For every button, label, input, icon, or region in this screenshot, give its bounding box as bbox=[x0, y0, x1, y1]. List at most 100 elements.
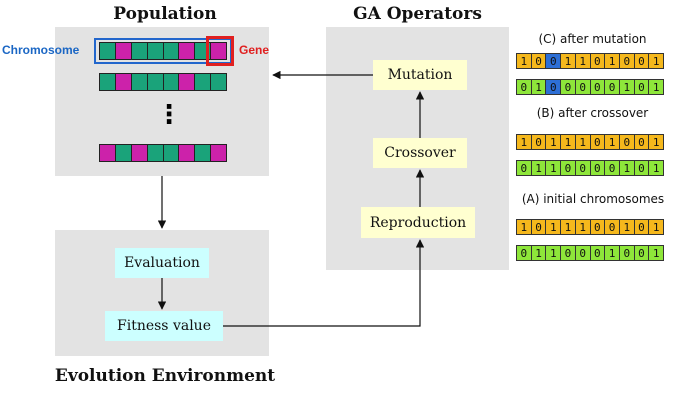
bit-cell: 1 bbox=[605, 246, 620, 260]
bit-cell: 0 bbox=[531, 220, 547, 234]
gene-cell bbox=[163, 74, 180, 90]
gene-cell bbox=[100, 43, 116, 59]
bit-cell: 1 bbox=[517, 54, 532, 68]
bit-cell: 1 bbox=[619, 161, 635, 175]
gene-cell bbox=[179, 43, 196, 59]
bit-cell: 1 bbox=[531, 246, 547, 260]
gene-cell bbox=[163, 43, 180, 59]
bit-cell: 0 bbox=[634, 161, 650, 175]
gene-cell bbox=[163, 145, 180, 161]
bit-cell: 1 bbox=[561, 54, 576, 68]
gene-cell bbox=[179, 145, 196, 161]
bit-cell: 0 bbox=[546, 80, 562, 94]
gene-cell bbox=[147, 74, 164, 90]
population-title: Population bbox=[113, 4, 217, 24]
gene-cell bbox=[100, 145, 116, 161]
gene-cell bbox=[131, 145, 148, 161]
bit-cell: 0 bbox=[517, 246, 532, 260]
bit-cell: 0 bbox=[590, 246, 606, 260]
gene-cell bbox=[147, 43, 164, 59]
initial-caption: (A) initial chromosomes bbox=[521, 192, 665, 206]
bit-cell: 0 bbox=[590, 54, 606, 68]
chromosome-label: Chromosome bbox=[2, 43, 80, 57]
bit-cell: 0 bbox=[575, 161, 591, 175]
bit-cell: 0 bbox=[605, 161, 620, 175]
gene-cell bbox=[131, 43, 148, 59]
bit-cell: 0 bbox=[561, 80, 576, 94]
bit-cell: 0 bbox=[575, 246, 591, 260]
mutation-box: Mutation bbox=[373, 60, 467, 90]
bit-cell: 1 bbox=[517, 135, 532, 149]
bit-cell: 0 bbox=[619, 135, 635, 149]
bit-cell: 0 bbox=[605, 220, 620, 234]
bit-cell: 1 bbox=[575, 220, 591, 234]
ellipsis-dots: ⋮ bbox=[156, 100, 182, 130]
bit-cell: 1 bbox=[649, 54, 664, 68]
bit-cell: 1 bbox=[517, 220, 532, 234]
bit-cell: 0 bbox=[634, 135, 650, 149]
reproduction-box: Reproduction bbox=[361, 207, 475, 238]
ga-operators-title: GA Operators bbox=[353, 4, 482, 24]
bit-cell: 0 bbox=[634, 54, 650, 68]
gene-cell bbox=[147, 145, 164, 161]
gene-cell bbox=[195, 145, 212, 161]
bit-cell: 1 bbox=[649, 246, 664, 260]
bit-cell: 0 bbox=[590, 80, 606, 94]
bit-cell: 0 bbox=[605, 80, 620, 94]
gene-cell bbox=[115, 74, 132, 90]
bit-cell: 0 bbox=[619, 54, 635, 68]
gene-cell bbox=[179, 74, 196, 90]
mutation-caption: (C) after mutation bbox=[538, 32, 647, 46]
bit-cell: 0 bbox=[531, 135, 547, 149]
bit-cell: 1 bbox=[575, 135, 591, 149]
fitness-value-box: Fitness value bbox=[105, 311, 223, 341]
bit-cell: 0 bbox=[634, 220, 650, 234]
bit-cell: 0 bbox=[590, 135, 606, 149]
bit-cell: 1 bbox=[649, 80, 664, 94]
gene-cell bbox=[100, 74, 116, 90]
gene-cell bbox=[211, 43, 226, 59]
bit-cell: 0 bbox=[561, 246, 576, 260]
gene-label: Gene bbox=[239, 43, 270, 57]
gene-cell bbox=[131, 74, 148, 90]
gene-cell bbox=[195, 74, 212, 90]
bit-cell: 1 bbox=[649, 161, 664, 175]
bit-cell: 1 bbox=[546, 220, 562, 234]
gene-cell bbox=[115, 43, 132, 59]
crossover-box: Crossover bbox=[373, 138, 467, 168]
bit-cell: 1 bbox=[649, 135, 664, 149]
chromosome-row-1 bbox=[99, 42, 227, 60]
bit-cell: 0 bbox=[590, 161, 606, 175]
evaluation-box: Evaluation bbox=[115, 248, 209, 278]
chromosome-row-2 bbox=[99, 73, 227, 91]
arrow-fitness-to-reproduction bbox=[223, 239, 425, 327]
bit-cell: 1 bbox=[605, 135, 620, 149]
bit-cell: 0 bbox=[619, 246, 635, 260]
bit-cell: 1 bbox=[546, 135, 562, 149]
bit-cell: 0 bbox=[517, 80, 532, 94]
bit-cell: 1 bbox=[619, 220, 635, 234]
bit-cell: 0 bbox=[575, 80, 591, 94]
bit-cell: 1 bbox=[531, 80, 547, 94]
crossover-caption: (B) after crossover bbox=[536, 106, 649, 120]
bit-cell: 0 bbox=[517, 161, 532, 175]
bit-cell: 1 bbox=[649, 220, 664, 234]
chromosome-row-3 bbox=[99, 144, 227, 162]
bit-cell: 1 bbox=[605, 54, 620, 68]
bit-cell: 0 bbox=[634, 246, 650, 260]
bit-cell: 0 bbox=[590, 220, 606, 234]
bit-cell: 1 bbox=[561, 135, 576, 149]
bit-cell: 1 bbox=[619, 80, 635, 94]
gene-cell bbox=[115, 145, 132, 161]
gene-outline bbox=[206, 36, 234, 66]
bit-cell: 1 bbox=[546, 246, 562, 260]
gene-cell bbox=[211, 145, 226, 161]
gene-cell bbox=[211, 74, 226, 90]
bit-cell: 1 bbox=[546, 161, 562, 175]
evolution-environment-title: Evolution Environment bbox=[54, 366, 276, 386]
